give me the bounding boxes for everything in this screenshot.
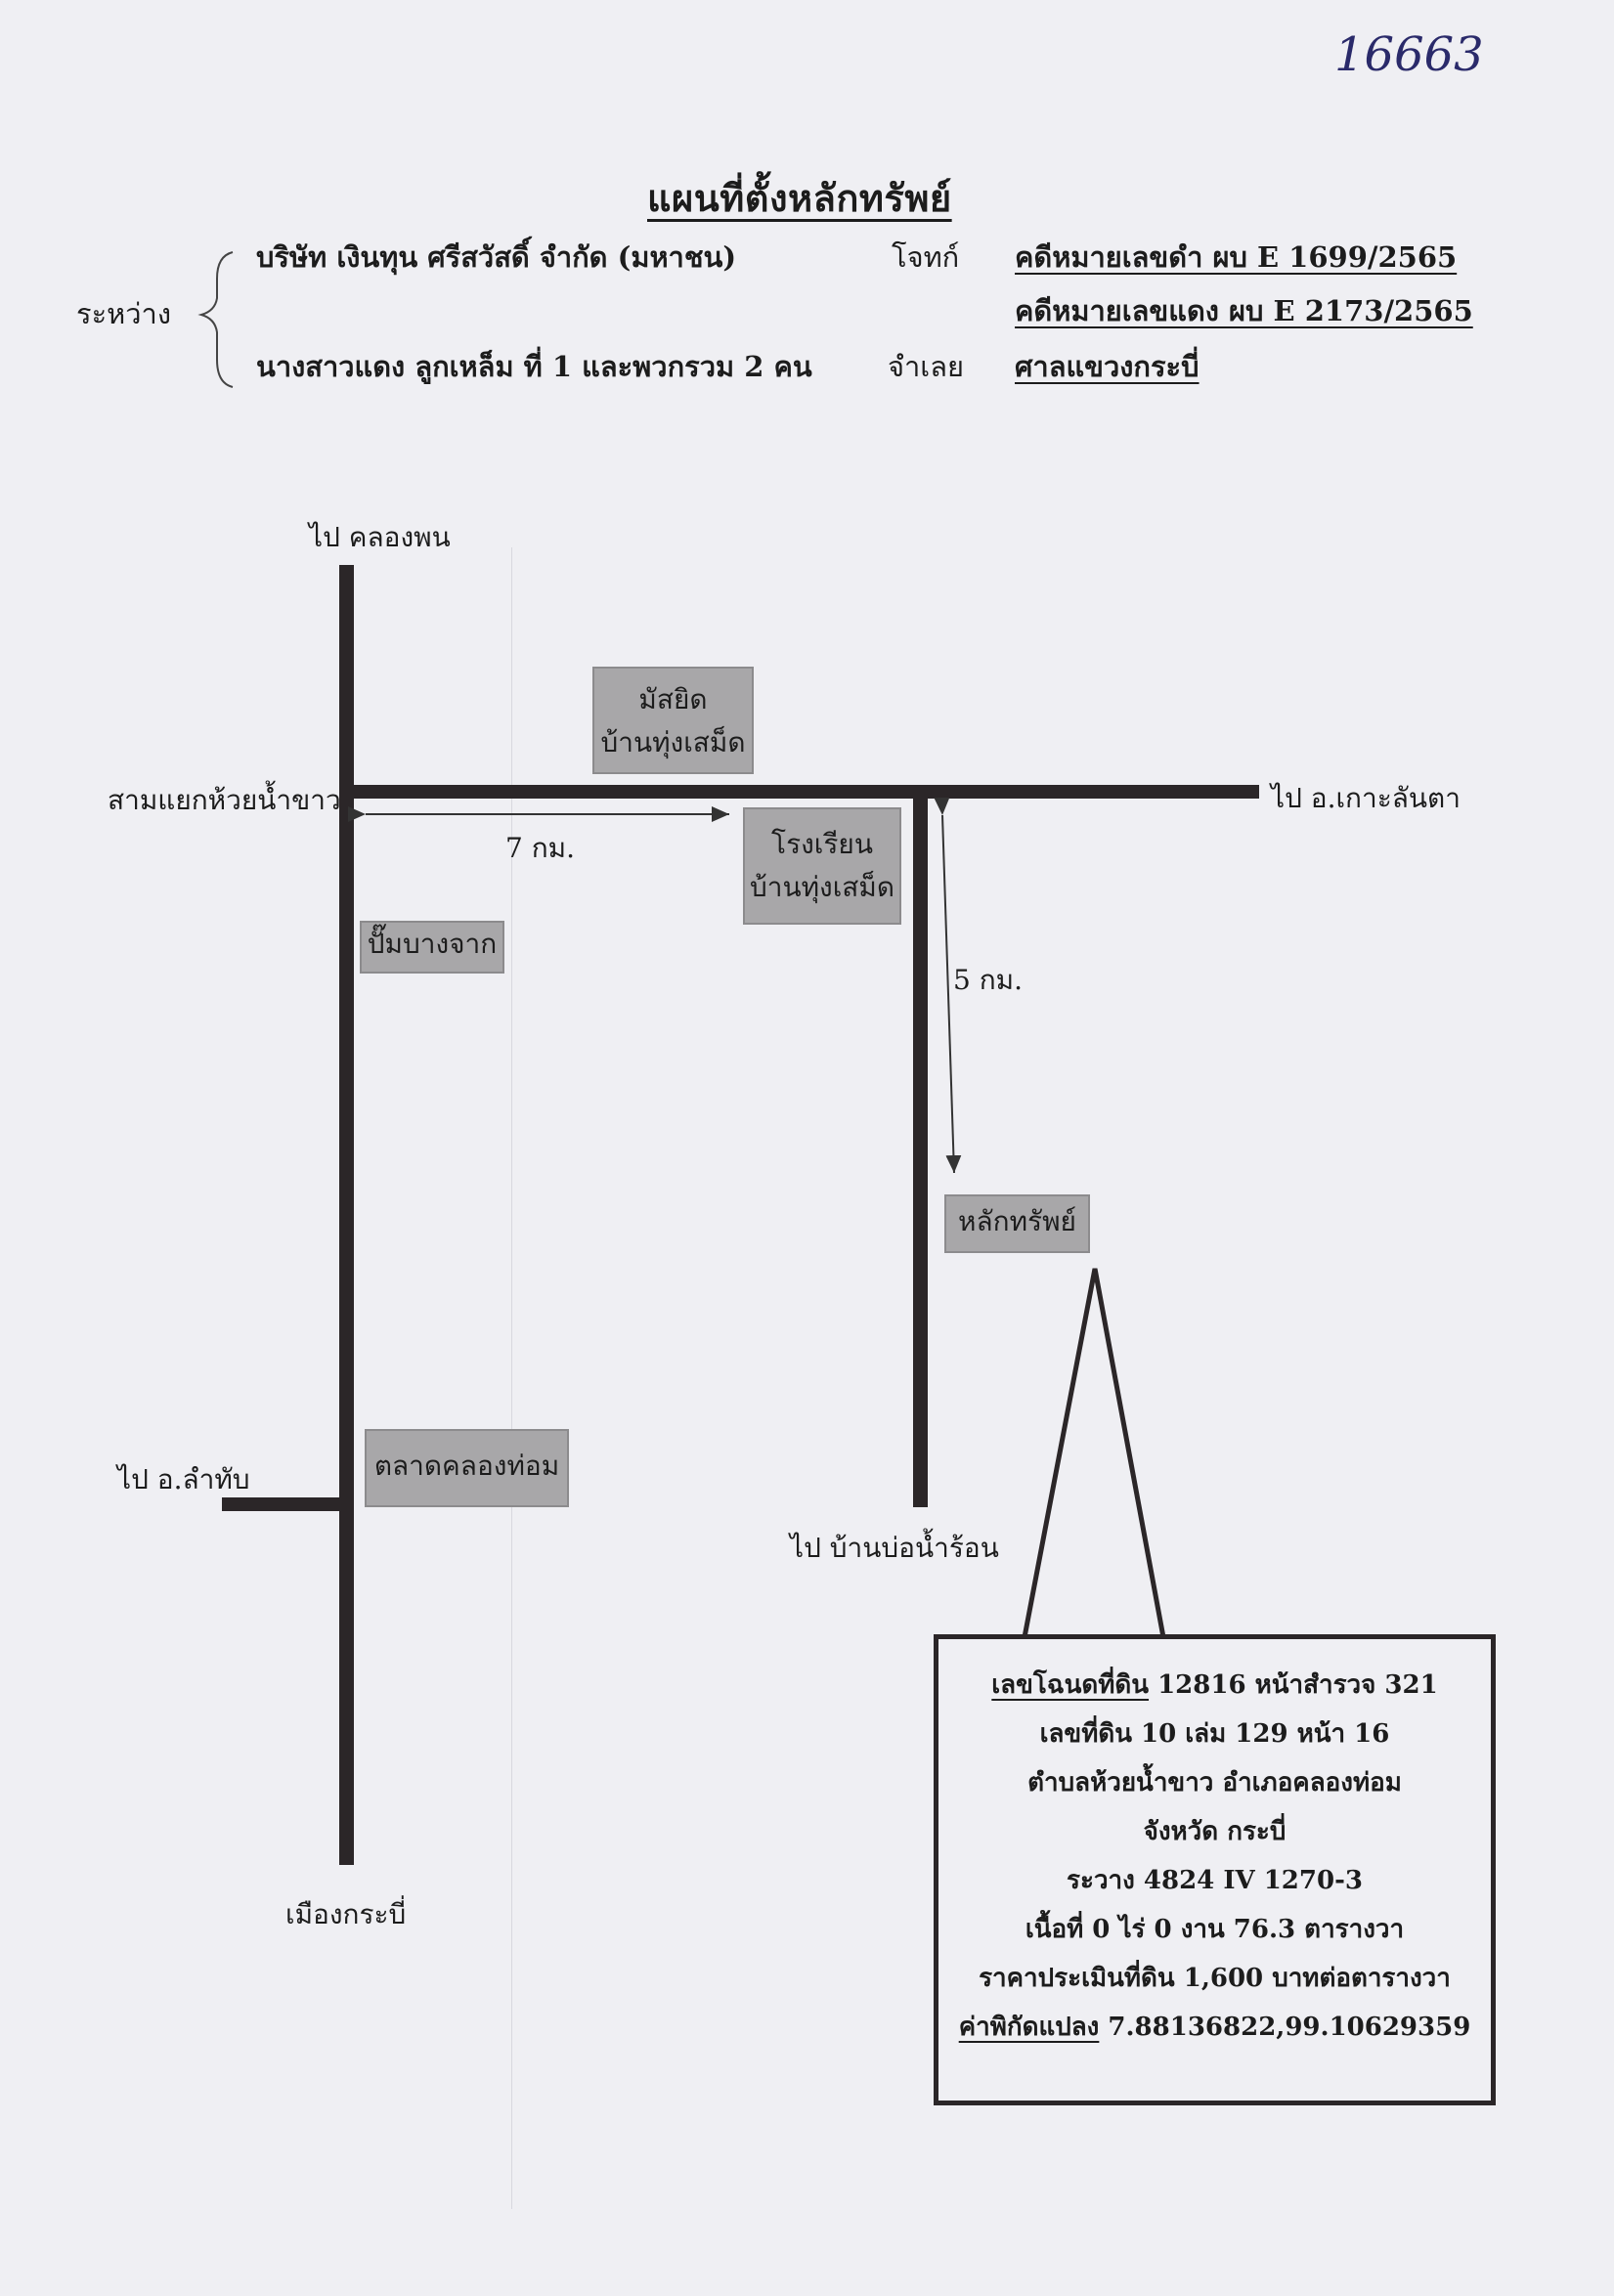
page-title: แผนที่ตั้งหลักทรัพย์	[647, 176, 952, 220]
school-label-line2: บ้านทุ่งเสม็ด	[749, 871, 895, 903]
label-junction: สามแยกห้วยน้ำขาว	[108, 784, 341, 816]
distance-horizontal: 7 กม.	[505, 832, 576, 864]
mosque-label-line2: บ้านทุ่งเสม็ด	[600, 726, 746, 758]
road-to-lam-thap	[222, 1497, 339, 1511]
defendant-role: จำเลย	[888, 350, 964, 383]
mosque-label-line1: มัสยิด	[638, 683, 708, 715]
handwritten-number: 16663	[1334, 27, 1484, 82]
info-map-sheet: ระวาง 4824 IV 1270-3	[1067, 1866, 1363, 1895]
defendant-name: นางสาวแดง ลูกเหล็ม ที่ 1 และพวกรวม 2 คน	[256, 350, 812, 383]
info-deed-line: เลขโฉนดที่ดิน 12816 หน้าสำรวจ 321	[938, 1661, 1491, 1710]
main-road-vertical	[339, 565, 354, 1865]
distance-vertical: 5 กม.	[953, 964, 1024, 996]
label-to-ko-lanta: ไป อ.เกาะลันตา	[1271, 782, 1461, 814]
deed-value: 12816 หน้าสำรวจ 321	[1149, 1670, 1438, 1700]
landmark-property: หลักทรัพย์	[944, 1194, 1090, 1253]
deed-label: เลขโฉนดที่ดิน	[991, 1670, 1150, 1700]
landmark-school: โรงเรียน บ้านทุ่งเสม็ด	[743, 807, 901, 925]
info-appraisal: ราคาประเมินที่ดิน 1,600 บาทต่อตารางวา	[979, 1964, 1451, 1993]
info-province: จังหวัด กระบี่	[1143, 1817, 1287, 1846]
school-label-line1: โรงเรียน	[771, 828, 873, 860]
black-case-number: คดีหมายเลขดำ ผบ E 1699/2565	[1015, 240, 1458, 274]
plaintiff-role: โจทก์	[892, 240, 960, 274]
court-name: ศาลแขวงกระบี่	[1015, 350, 1200, 383]
label-to-mueang-krabi: เมืองกระบี่	[285, 1898, 407, 1930]
coord-label: ค่าพิกัดแปลง	[958, 2013, 1100, 2042]
info-land-number: เลขที่ดิน 10 เล่ม 129 หน้า 16	[1039, 1719, 1390, 1749]
info-subdistrict: ตำบลห้วยน้ำขาว อำเภอคลองท่อม	[1027, 1768, 1402, 1798]
landmark-gas-station: ปั๊มบางจาก	[360, 921, 504, 974]
info-area: เนื้อที่ 0 ไร่ 0 งาน 76.3 ตารางวา	[1025, 1915, 1405, 1944]
road-to-ko-lanta	[354, 785, 1259, 799]
distance-arrow-vertical	[934, 797, 962, 1174]
landmark-mosque: มัสยิด บ้านทุ่งเสม็ด	[592, 667, 754, 774]
label-to-ban-bo-nam-ron: ไป บ้านบ่อน้ำร้อน	[790, 1532, 999, 1564]
callout-pointer	[1022, 1268, 1166, 1638]
property-info-box: เลขโฉนดที่ดิน 12816 หน้าสำรวจ 321 เลขที่…	[934, 1634, 1496, 2105]
plaintiff-name: บริษัท เงินทุน ศรีสวัสดิ์ จำกัด (มหาชน)	[256, 240, 737, 274]
between-label: ระหว่าง	[76, 297, 171, 330]
coord-value: 7.88136822,99.10629359	[1099, 2013, 1471, 2042]
label-to-lam-thap: ไป อ.ลำทับ	[117, 1463, 250, 1495]
landmark-market: ตลาดคลองท่อม	[365, 1429, 569, 1507]
road-to-ban-bo-nam-ron	[913, 799, 928, 1507]
label-to-khlong-phon: ไป คลองพน	[309, 521, 451, 553]
red-case-number: คดีหมายเลขแดง ผบ E 2173/2565	[1015, 294, 1473, 327]
scan-fold-line	[511, 547, 512, 2209]
info-coordinates-line: ค่าพิกัดแปลง 7.88136822,99.10629359	[938, 2003, 1491, 2052]
